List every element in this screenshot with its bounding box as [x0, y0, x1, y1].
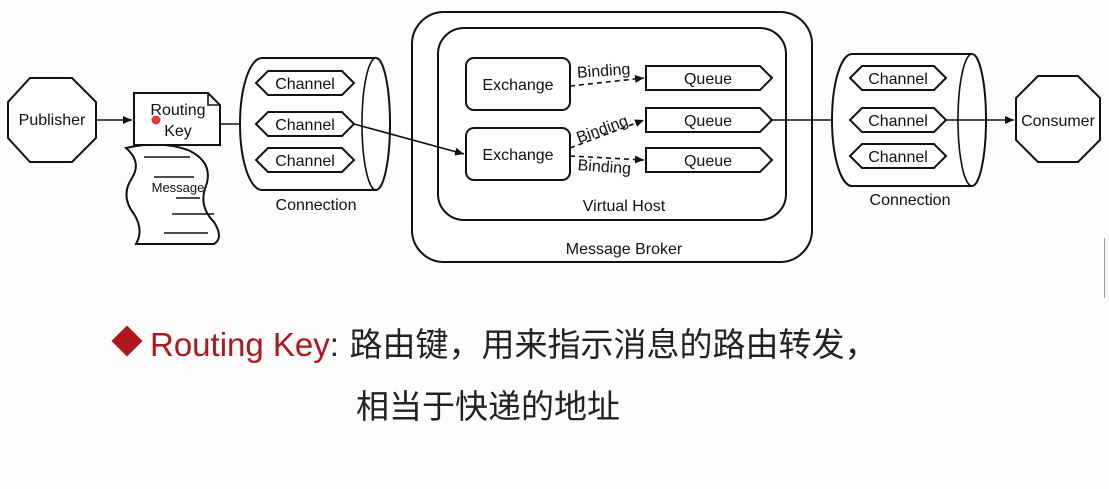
- right-connection-label: Connection: [870, 192, 951, 209]
- right-channel-1-label: Channel: [868, 71, 928, 88]
- right-channel-1: Channel: [848, 65, 948, 91]
- right-channel-3: Channel: [848, 143, 948, 169]
- bullet-term: Routing Key: [150, 326, 330, 363]
- left-channel-2: Channel: [254, 111, 356, 137]
- bullet-diamond-icon: [111, 325, 143, 357]
- queue-1: Queue: [645, 65, 774, 91]
- queue-3-label: Queue: [684, 153, 732, 170]
- right-channel-3-label: Channel: [868, 149, 928, 166]
- left-channel-3: Channel: [254, 147, 356, 173]
- right-channel-2-label: Channel: [868, 113, 928, 130]
- bullet-line-2: 相当于快递的地址: [356, 387, 620, 426]
- cursor-dot: [151, 115, 161, 125]
- routing-key-label-line1: Routing: [150, 102, 205, 119]
- exchange-1-label: Exchange: [482, 77, 553, 94]
- exchange-2-label: Exchange: [482, 147, 553, 164]
- routing-key-note: Routing Key: [133, 92, 221, 146]
- exchange-1: Exchange: [465, 57, 571, 111]
- queue-3: Queue: [645, 147, 774, 173]
- window-edge-handle: [1104, 238, 1109, 298]
- left-connection: Channel Channel Channel Connection: [239, 57, 391, 214]
- left-channel-2-label: Channel: [275, 117, 335, 134]
- left-channel-1-label: Channel: [275, 76, 335, 93]
- left-channel-3-label: Channel: [275, 153, 335, 170]
- right-channel-2: Channel: [848, 107, 948, 133]
- consumer-node: Consumer: [1015, 75, 1101, 163]
- bullet-line-1: Routing Key: 路由键，用来指示消息的路由转发，: [110, 318, 877, 366]
- message-broker-label: Message Broker: [566, 241, 683, 258]
- queue-2: Queue: [645, 107, 774, 133]
- queue-2-label: Queue: [684, 113, 732, 130]
- virtual-host-label: Virtual Host: [583, 198, 666, 215]
- bullet-definition: 路由键，用来指示消息的路由转发，: [338, 325, 878, 364]
- consumer-label: Consumer: [1021, 113, 1095, 130]
- rabbitmq-architecture-diagram: Publisher Message Routing Key Channel Ch…: [7, 11, 1101, 263]
- message-label: Message: [152, 180, 205, 195]
- left-channel-1: Channel: [254, 70, 356, 96]
- publisher-label: Publisher: [19, 112, 86, 129]
- left-connection-label: Connection: [276, 197, 357, 214]
- queue-1-label: Queue: [684, 71, 732, 88]
- exchange-2: Exchange: [465, 127, 571, 181]
- binding-1-label: Binding: [576, 61, 630, 82]
- bullet-colon: :: [329, 326, 339, 363]
- publisher-node: Publisher: [7, 77, 97, 163]
- binding-3-label: Binding: [577, 157, 631, 178]
- message-document: Message: [123, 143, 220, 245]
- right-connection: Channel Channel Channel Connection: [831, 53, 987, 209]
- routing-key-label-line2: Key: [164, 123, 192, 140]
- binding-3: Binding: [569, 155, 645, 178]
- binding-1: Binding: [569, 61, 645, 87]
- channel-to-exchange-arrow: [353, 123, 465, 156]
